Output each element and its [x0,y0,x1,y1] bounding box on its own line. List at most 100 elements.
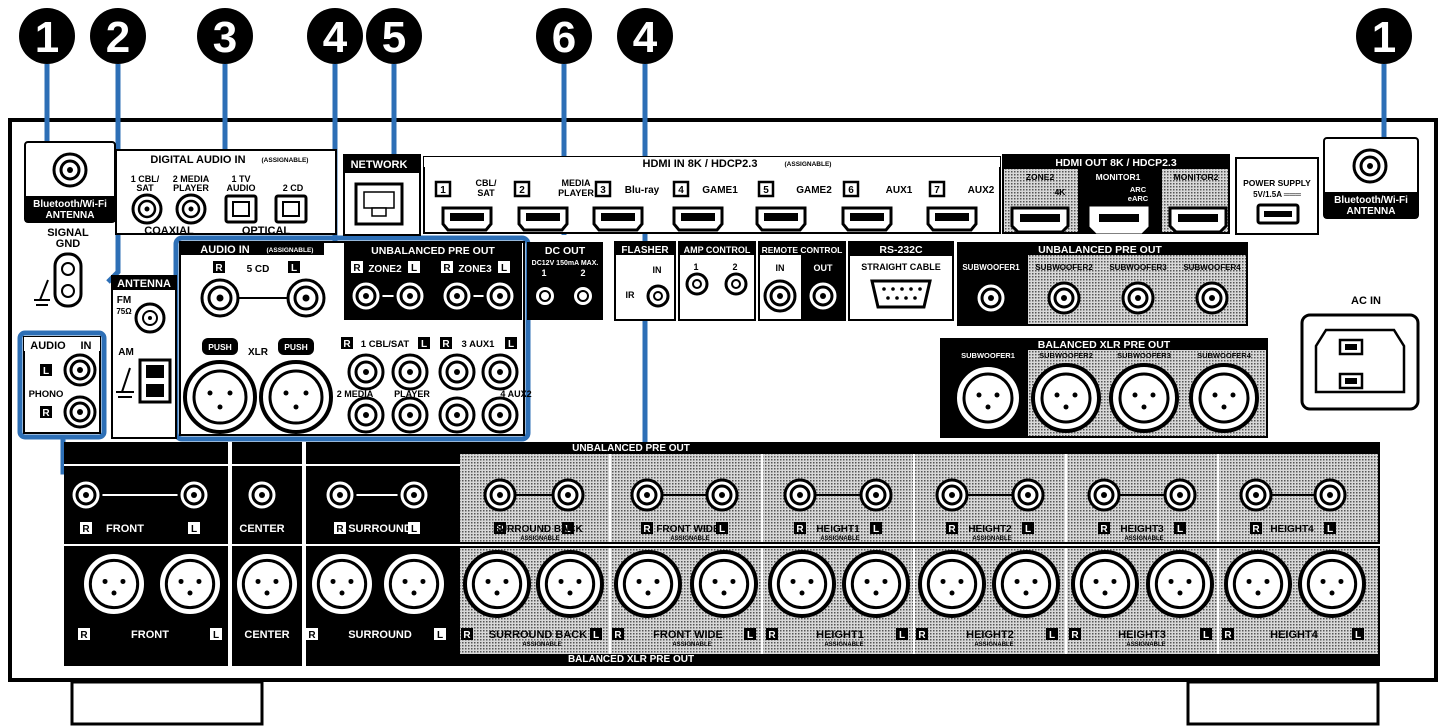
amp-control-2-jack[interactable] [724,272,748,296]
cd-l-jack[interactable] [286,278,326,318]
am-antenna-terminal[interactable] [116,358,172,404]
unbal-h4-r-jack[interactable] [1239,478,1273,512]
unbal-fw-l-jack[interactable] [705,478,739,512]
fm-antenna-jack[interactable] [134,302,166,334]
phono-l-jack[interactable] [63,353,97,387]
hdmi-in-port-7[interactable] [926,206,978,232]
dc-out-2-jack[interactable] [572,285,594,307]
unbal-h2-r-jack[interactable] [935,478,969,512]
audio-in-cbl-r: R [343,339,351,350]
rs232c-port[interactable] [870,279,932,309]
coaxial-jack-2[interactable] [175,193,207,225]
rca-jack[interactable] [481,396,519,434]
hdmi-in-7-number: 7 [934,185,940,196]
hdmi-in-port-4[interactable] [672,206,724,232]
bal-sb-r-xlr[interactable] [463,550,531,618]
hdmi-out-monitor2-port[interactable] [1168,206,1228,234]
unbal-h3-l-jack[interactable] [1163,478,1197,512]
bal-fw-r-xlr[interactable] [614,550,682,618]
unbal-surround-r-jack[interactable] [323,478,357,512]
unbal-sub1-jack[interactable] [974,281,1008,315]
unbal-h1-r-marker: R [796,524,804,535]
rs232c-sub: STRAIGHT CABLE [861,262,941,272]
xlr-in-l[interactable]: PUSH [259,338,333,434]
zone2-l-jack[interactable] [393,279,427,313]
hdmi-in-port-2[interactable] [517,206,569,232]
hdmi-in-port-6[interactable] [841,206,893,232]
hdmi-in-port-1[interactable] [441,206,493,232]
rca-jack[interactable] [347,353,385,391]
unbal-fw-r-jack[interactable] [630,478,664,512]
unbal-surround-l-jack[interactable] [397,478,431,512]
bal-h4-l-xlr[interactable] [1298,550,1366,618]
bal-sub1-xlr[interactable] [953,363,1023,433]
bal-sub3-xlr[interactable] [1109,363,1179,433]
audio-in-assignable: (ASSIGNABLE) [267,247,314,254]
unbal-h2-assignable: ASSIGNABLE [972,536,1011,542]
dc-out-1-jack[interactable] [534,285,556,307]
dc-out-1-label: 1 [541,268,546,278]
ac-in-label: AC IN [1351,295,1381,307]
unbal-h3-r-jack[interactable] [1087,478,1121,512]
coaxial-jack-1[interactable] [131,193,163,225]
phono-r-jack[interactable] [63,395,97,429]
bal-h1-r-xlr[interactable] [768,550,836,618]
unbal-h2-l-jack[interactable] [1011,478,1045,512]
bal-center-xlr[interactable] [233,550,301,618]
rca-jack[interactable] [391,396,429,434]
amp-control-1-jack[interactable] [685,272,709,296]
bal-h2-r-xlr[interactable] [918,550,986,618]
optical-port-1[interactable] [224,194,258,224]
bal-sub4-xlr[interactable] [1189,363,1259,433]
remote-in-jack[interactable] [763,279,797,313]
unbal-h1-l-jack[interactable] [859,478,893,512]
hdmi-in-port-3[interactable] [592,206,644,232]
unbal-sub4-jack[interactable] [1195,281,1229,315]
rca-jack[interactable] [438,353,476,391]
unbal-front-r-jack[interactable] [69,478,103,512]
xlr-in-r[interactable]: PUSH [183,338,257,434]
bal-front-r-xlr[interactable] [80,550,148,618]
bal-front-label: FRONT [131,629,169,641]
rca-jack[interactable] [391,353,429,391]
bal-fw-l-xlr[interactable] [690,550,758,618]
bal-h1-l-xlr[interactable] [842,550,910,618]
cd-r-jack[interactable] [200,278,240,318]
zone2-r-jack[interactable] [349,279,383,313]
bal-sub2-label: SUBWOOFER2 [1039,351,1093,360]
unbal-h4-l-jack[interactable] [1313,478,1347,512]
hdmi-out-monitor1-port[interactable] [1089,206,1149,234]
bal-h2-l-xlr[interactable] [992,550,1060,618]
hdmi-in-1-label2: SAT [477,188,495,198]
unbal-center-jack[interactable] [245,478,279,512]
zone3-r-jack[interactable] [440,279,474,313]
flasher-jack[interactable] [646,284,670,308]
amp-control-2-label: 2 [732,262,737,272]
hdmi-out-monitor2-label: MONITOR2 [1174,172,1219,182]
hdmi-in-port-5[interactable] [755,206,807,232]
bal-h3-l-xlr[interactable] [1146,550,1214,618]
rca-jack[interactable] [438,396,476,434]
unbal-sub3-jack[interactable] [1121,281,1155,315]
coax-2-label2: PLAYER [173,183,209,193]
rca-jack[interactable] [347,396,385,434]
bal-surround-l-xlr[interactable] [380,550,448,618]
unbal-sub2-jack[interactable] [1047,281,1081,315]
zone3-l-jack[interactable] [483,279,517,313]
bal-surround-r-xlr[interactable] [308,550,376,618]
rca-jack[interactable] [481,353,519,391]
unbal-sb-r-jack[interactable] [483,478,517,512]
bal-sb-l-xlr[interactable] [536,550,604,618]
bal-front-l-xlr[interactable] [156,550,224,618]
unbal-h1-r-jack[interactable] [783,478,817,512]
bal-h3-r-xlr[interactable] [1071,550,1139,618]
callout-label: 1 [35,13,59,62]
unbal-front-l-jack[interactable] [177,478,211,512]
bal-sub2-xlr[interactable] [1031,363,1101,433]
unbal-sb-l-jack[interactable] [551,478,585,512]
hdmi-out-zone2-port[interactable] [1010,206,1070,234]
bal-h4-r-xlr[interactable] [1224,550,1292,618]
remote-out-jack[interactable] [806,279,840,313]
hdmi-out-monitor1-label: MONITOR1 [1096,172,1141,182]
optical-port-2[interactable] [274,194,308,224]
